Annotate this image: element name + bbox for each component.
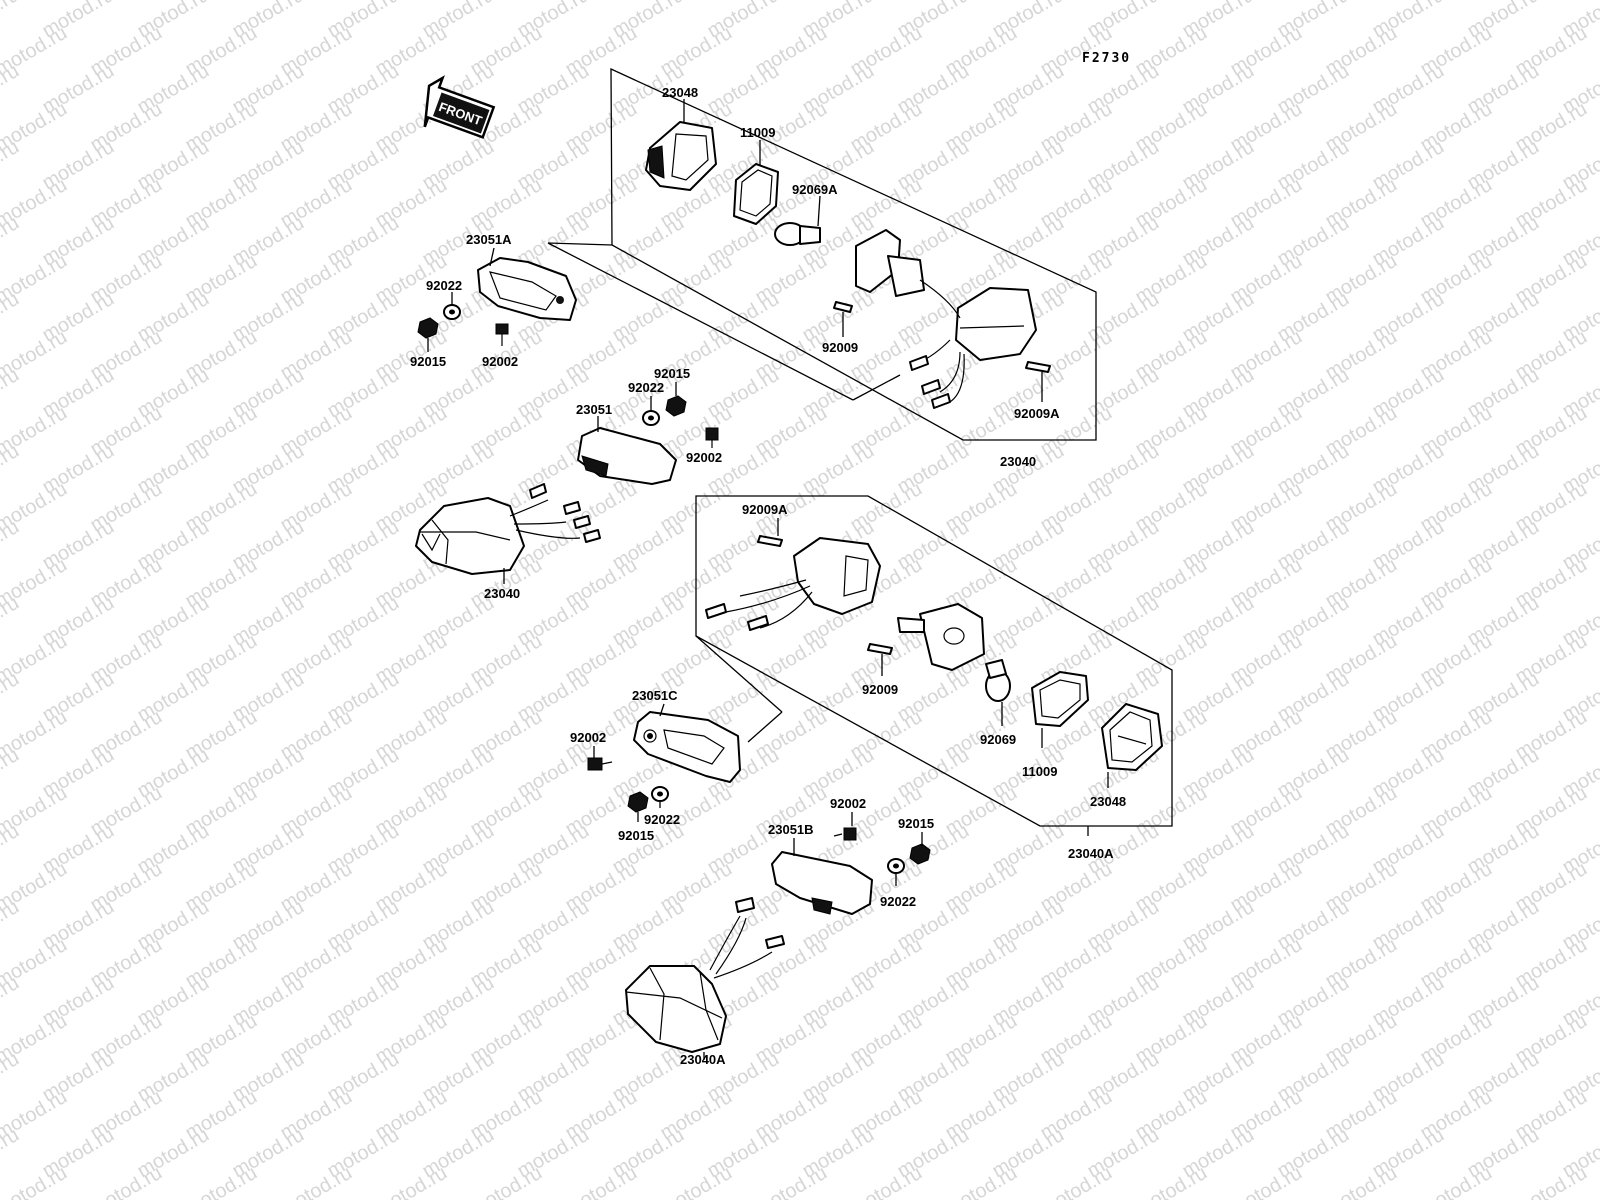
- label-23040-left: 23040: [484, 586, 520, 601]
- figure-code: F2730: [1082, 51, 1131, 66]
- watermark-text: motod.ru: [372, 1162, 451, 1200]
- label-23051: 23051: [576, 402, 612, 417]
- bracket-23051B: [771, 851, 873, 915]
- washer-92022-l1: [443, 304, 461, 320]
- bolt-92002-l2: [705, 427, 719, 448]
- label-23040-upper: 23040: [1000, 454, 1036, 469]
- watermark-text: motod.ru: [277, 1162, 356, 1200]
- watermark-text: motod.ru: [0, 0, 23, 42]
- label-92015-c: 92015: [618, 828, 654, 843]
- label-11009-upper: 11009: [740, 125, 775, 140]
- label-92009-lower: 92009: [862, 682, 898, 697]
- label-92002-l1: 92002: [482, 354, 518, 369]
- label-23048-lower: 23048: [1090, 794, 1126, 809]
- bulb-92069A: [774, 222, 821, 246]
- watermark-text: motod.ru: [182, 1162, 261, 1200]
- washer-92022-b: [887, 858, 905, 874]
- label-23051C: 23051C: [632, 688, 678, 703]
- watermark-text: motod.ru: [752, 1162, 831, 1200]
- label-92009A-lower: 92009A: [742, 502, 788, 517]
- watermark-text: motod.ru: [942, 1162, 1021, 1200]
- label-23051A: 23051A: [466, 232, 512, 247]
- watermark-text: motod.ru: [0, 1162, 71, 1200]
- watermark-text: motod.ru: [1322, 1162, 1401, 1200]
- label-92009-upper: 92009: [822, 340, 858, 355]
- watermark-text: motod.ru: [1037, 1162, 1116, 1200]
- label-92015-b: 92015: [898, 816, 934, 831]
- label-92022-l2: 92022: [628, 380, 664, 395]
- label-23051B: 23051B: [768, 822, 814, 837]
- label-92009A-upper: 92009A: [1014, 406, 1060, 421]
- label-23040A-lower: 23040A: [1068, 846, 1114, 861]
- watermark-text: motod.ru: [1417, 1162, 1496, 1200]
- nut-92015-l2: [665, 395, 687, 417]
- label-92069A: 92069A: [792, 182, 838, 197]
- label-92015-l1: 92015: [410, 354, 446, 369]
- watermark-text: motod.ru: [467, 1162, 546, 1200]
- washer-92022-c: [651, 786, 669, 802]
- label-92002-c: 92002: [570, 730, 606, 745]
- watermark-text: motod.ru: [1512, 1162, 1591, 1200]
- label-23048-upper: 23048: [662, 85, 698, 100]
- bolt-92002-c: [587, 757, 613, 771]
- label-92002-b: 92002: [830, 796, 866, 811]
- watermark-text: motod.ru: [1227, 1162, 1306, 1200]
- label-11009-lower: 11009: [1022, 764, 1057, 779]
- watermark-text: motod.ru: [847, 1162, 926, 1200]
- bracket-23051A: [477, 257, 577, 321]
- watermark-text: motod.ru: [87, 1162, 166, 1200]
- label-92002-l2: 92002: [686, 450, 722, 465]
- watermark-text: motod.ru: [657, 1162, 736, 1200]
- label-92069: 92069: [980, 732, 1016, 747]
- watermark-text: motod.ru: [1132, 1162, 1211, 1200]
- watermark-text: motod.ru: [562, 1162, 641, 1200]
- bracket-23051: [577, 427, 677, 485]
- label-92022-b: 92022: [880, 894, 916, 909]
- washer-92022-l2: [642, 410, 660, 426]
- label-92015-l2: 92015: [654, 366, 690, 381]
- label-92022-l1: 92022: [426, 278, 462, 293]
- label-23040A-bottom: 23040A: [680, 1052, 726, 1067]
- bulb-92069: [985, 659, 1011, 702]
- label-92022-c: 92022: [644, 812, 680, 827]
